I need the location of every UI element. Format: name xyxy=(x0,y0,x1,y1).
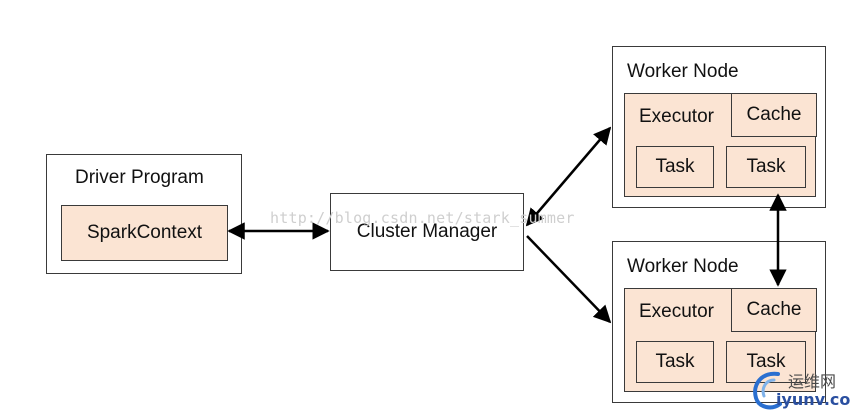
sparkcontext-box: SparkContext xyxy=(61,205,228,261)
logo-domain-text: iyunv.com xyxy=(776,390,851,409)
worker-node-2: Worker Node Executor Cache Task Task xyxy=(612,241,826,403)
worker-node-1-title: Worker Node xyxy=(627,61,739,82)
sparkcontext-label: SparkContext xyxy=(86,222,203,243)
cluster-manager-label: Cluster Manager xyxy=(356,221,498,242)
arrow-cluster-to-worker-1 xyxy=(525,126,612,227)
cache-label-1: Cache xyxy=(746,104,802,125)
worker-node-2-title: Worker Node xyxy=(627,256,739,277)
executor-box-1: Executor Cache Task Task xyxy=(624,93,817,197)
cluster-manager-box: Cluster Manager xyxy=(330,193,524,271)
arrow-cluster-to-worker-2 xyxy=(526,235,612,324)
cache-box-2: Cache xyxy=(731,288,817,332)
watermark-text: http://blog.csdn.net/stark_summer xyxy=(270,209,575,227)
driver-program-box: Driver Program SparkContext xyxy=(46,154,242,274)
cache-label-2: Cache xyxy=(746,299,802,320)
executor-label-1: Executor xyxy=(639,106,714,127)
task-label-2b: Task xyxy=(746,351,786,372)
logo-swirl-icon xyxy=(753,371,782,410)
logo-chinese-text: 运维网 xyxy=(788,372,837,391)
task-box-1a: Task xyxy=(636,146,714,188)
task-box-1b: Task xyxy=(726,146,806,188)
task-label-1a: Task xyxy=(655,156,695,177)
task-label-1b: Task xyxy=(746,156,786,177)
cache-box-1: Cache xyxy=(731,93,817,137)
worker-node-1: Worker Node Executor Cache Task Task xyxy=(612,46,826,208)
executor-box-2: Executor Cache Task Task xyxy=(624,288,817,392)
executor-label-2: Executor xyxy=(639,301,714,322)
site-logo: 运维网 iyunv.com xyxy=(748,366,851,414)
task-label-2a: Task xyxy=(655,351,695,372)
driver-program-title: Driver Program xyxy=(75,167,204,188)
task-box-2a: Task xyxy=(636,341,714,383)
